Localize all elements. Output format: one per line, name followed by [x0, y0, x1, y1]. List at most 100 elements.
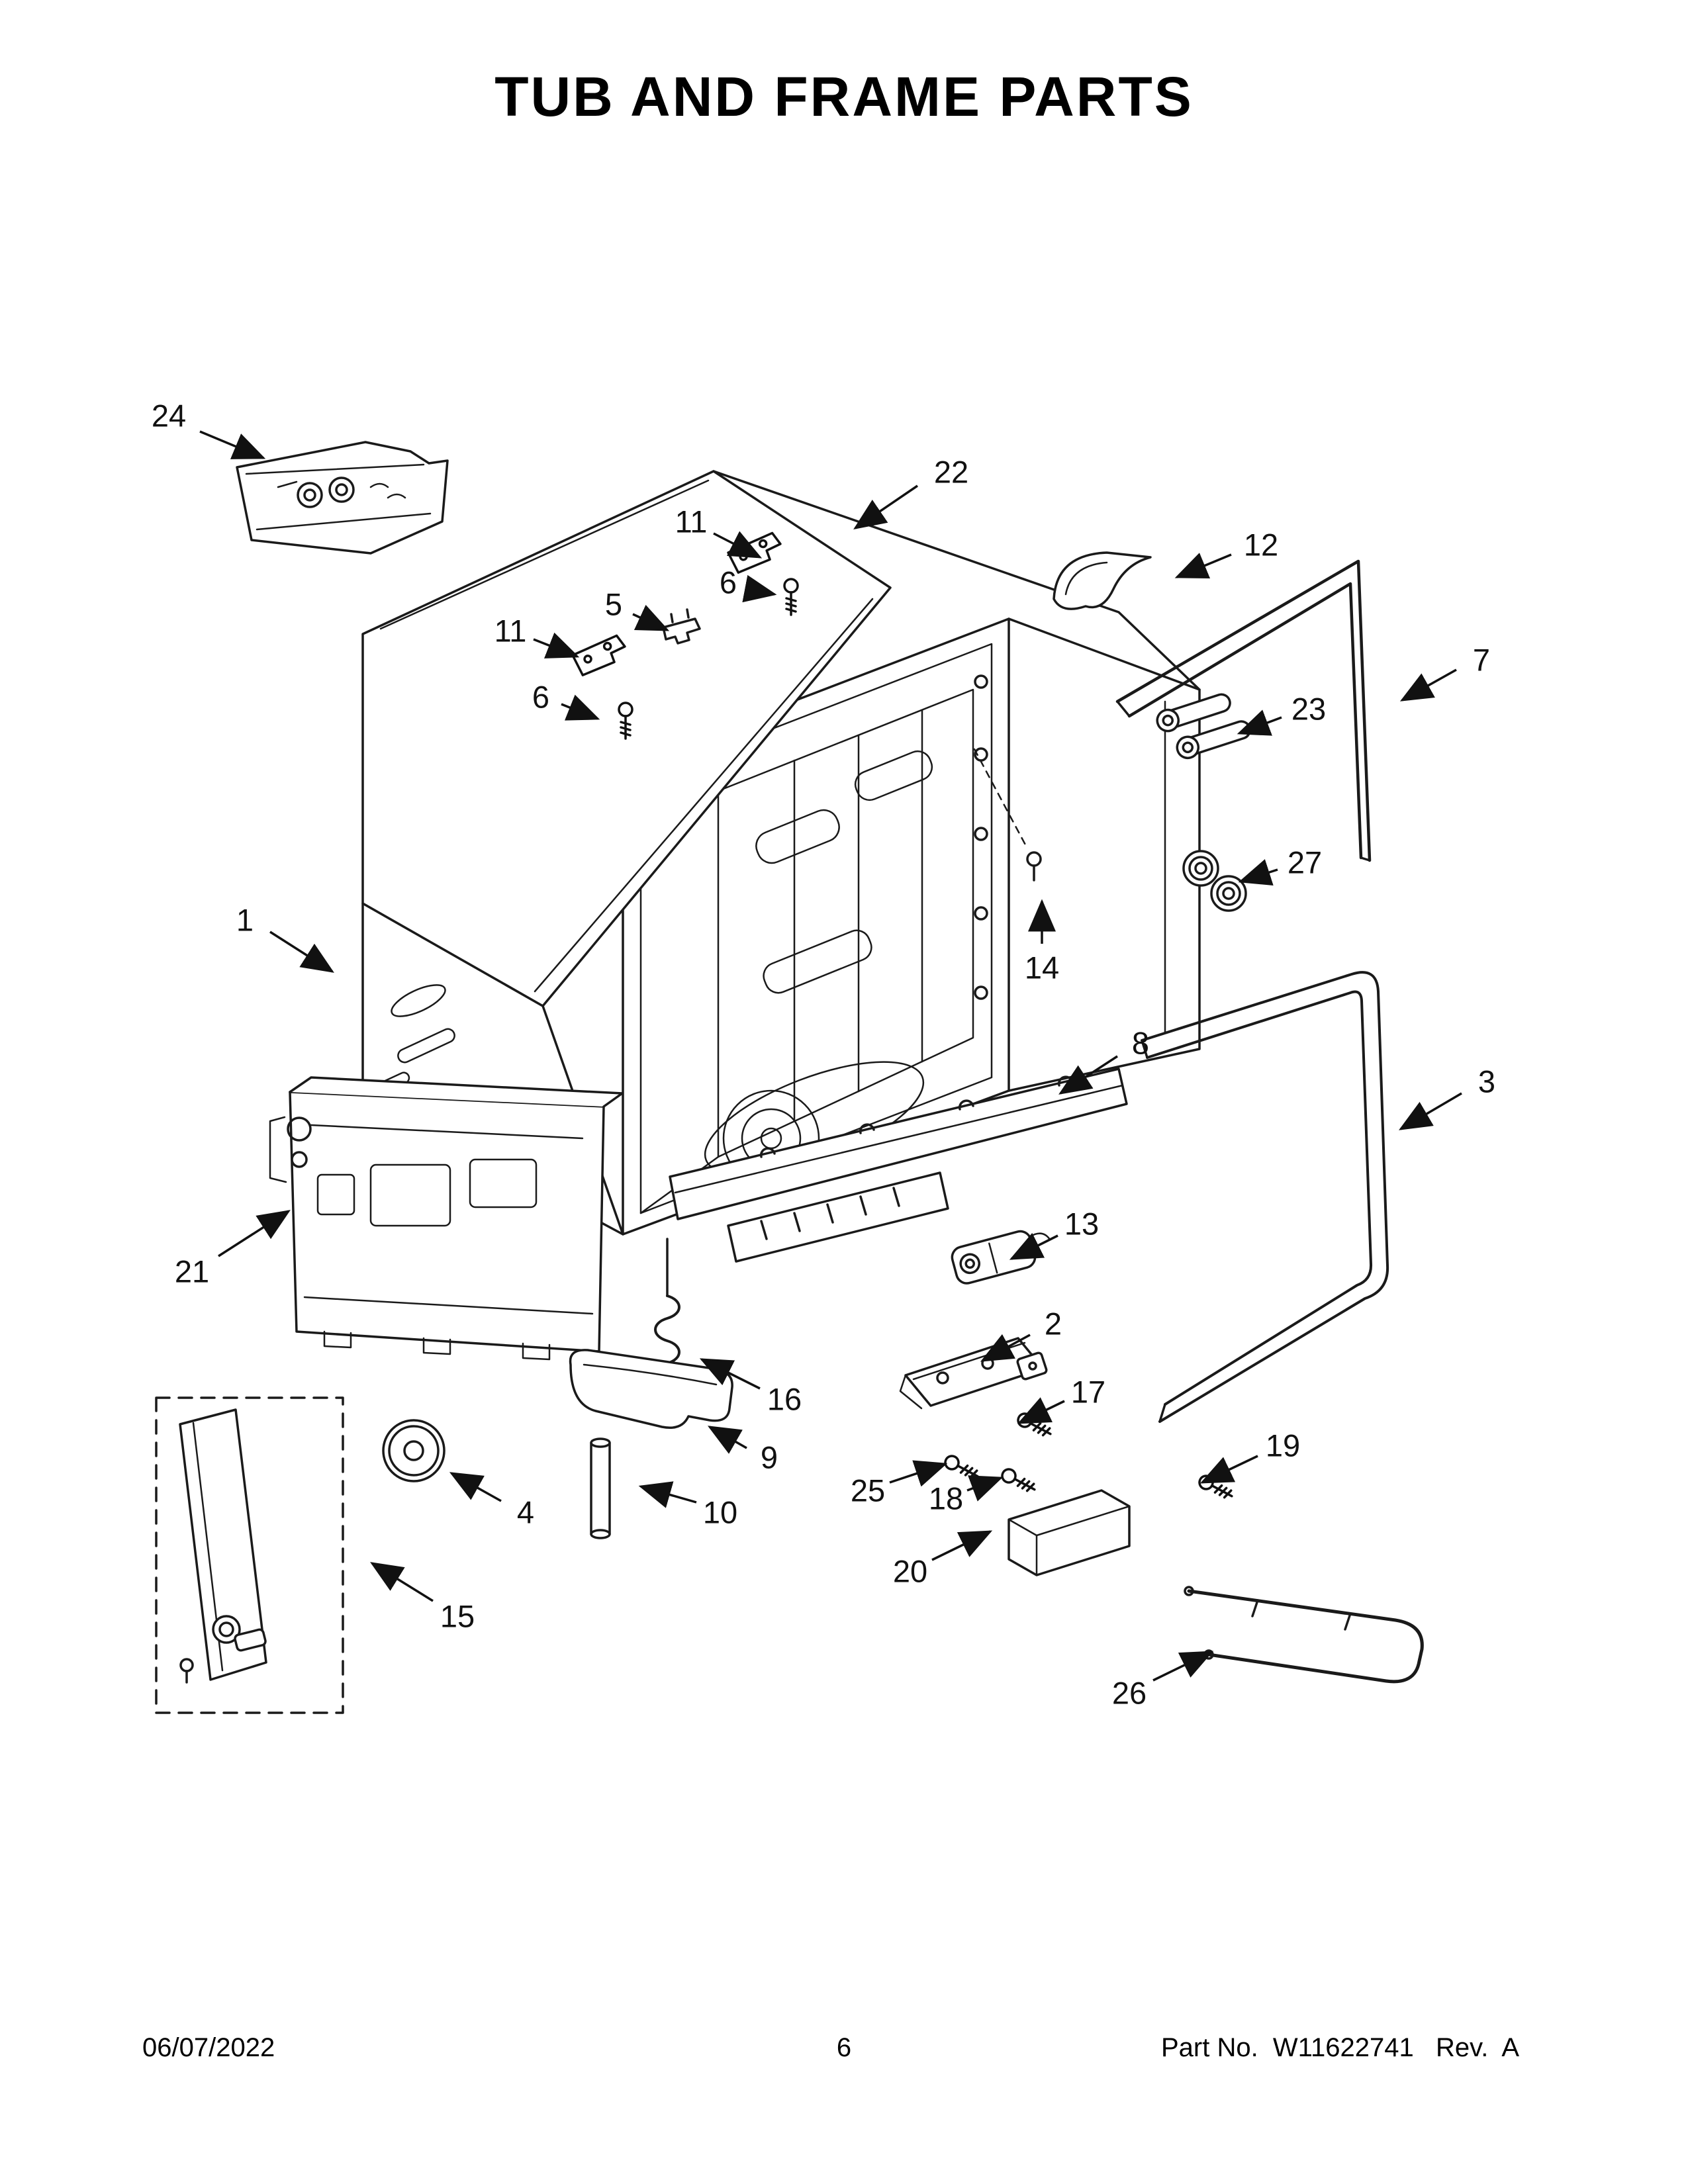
callout-12: 12: [1174, 527, 1278, 578]
callout-arrow: [1238, 859, 1278, 886]
callout-5: 5: [605, 587, 670, 631]
callout-number: 12: [1244, 527, 1278, 563]
callout-arrow: [269, 931, 334, 973]
part-mount-channel: [899, 1337, 1048, 1410]
part-screw-19: [1196, 1472, 1237, 1504]
part-grommets: [1182, 850, 1247, 912]
callout-4: 4: [449, 1472, 534, 1530]
callout-number: 6: [532, 680, 549, 715]
callout-number: 11: [494, 614, 527, 649]
part-access-cover: [1008, 1489, 1131, 1576]
callout-arrow: [449, 1472, 502, 1502]
callout-arrow: [1017, 1397, 1065, 1424]
callout-arrow: [370, 1562, 434, 1602]
callout-arrow: [632, 604, 670, 631]
part-screw-25: [941, 1452, 982, 1484]
callout-9: 9: [707, 1426, 778, 1475]
callout-arrow: [1152, 1651, 1214, 1682]
callout-number: 20: [893, 1554, 927, 1589]
callout-arrow: [533, 632, 580, 659]
callout-22: 22: [853, 455, 968, 529]
callout-arrow: [199, 430, 266, 459]
callout-number: 4: [517, 1495, 534, 1530]
callout-6: 6: [720, 565, 777, 603]
callout-number: 8: [1132, 1026, 1149, 1061]
callout-arrow: [742, 574, 777, 603]
callout-24: 24: [152, 398, 266, 459]
callout-23: 23: [1237, 692, 1326, 736]
part-hardware-bag: [236, 441, 449, 555]
callout-arrow: [1398, 1092, 1462, 1130]
callout-number: 3: [1478, 1064, 1495, 1099]
callout-arrow: [980, 1334, 1031, 1362]
callout-10: 10: [638, 1481, 737, 1530]
callout-2: 2: [980, 1306, 1062, 1362]
callout-arrow: [638, 1481, 697, 1508]
page-footer: 06/07/2022 6 Part No. W11622741 Rev. A: [0, 2033, 1688, 2073]
callout-number: 19: [1266, 1428, 1300, 1463]
callout-1: 1: [236, 903, 334, 973]
callout-14: 14: [1025, 899, 1059, 985]
callout-number: 15: [440, 1599, 475, 1634]
callout-11: 11: [675, 504, 763, 559]
part-base-frame: [269, 1076, 624, 1361]
callout-7: 7: [1399, 643, 1490, 702]
callout-18: 18: [929, 1475, 1004, 1516]
callout-8: 8: [1058, 1026, 1149, 1095]
callout-number: 27: [1288, 845, 1322, 880]
part-door-seal-strip: [1115, 559, 1372, 862]
callout-arrow: [1058, 1055, 1118, 1095]
callout-15: 15: [370, 1562, 475, 1634]
callout-number: 10: [703, 1495, 737, 1530]
callout-number: 2: [1045, 1306, 1062, 1342]
callout-arrow: [1237, 709, 1282, 736]
part-fill-panel-assembly: [155, 1396, 344, 1714]
callout-number: 9: [761, 1440, 778, 1475]
callout-number: 14: [1025, 950, 1059, 985]
callout-arrow: [931, 1530, 993, 1561]
callout-19: 19: [1199, 1428, 1300, 1484]
callout-arrow: [561, 694, 600, 721]
part-hose-clamps: [1156, 693, 1251, 760]
callout-arrow: [853, 484, 918, 529]
callout-number: 13: [1064, 1206, 1099, 1242]
callout-number: 25: [851, 1473, 885, 1508]
part-screw-18: [998, 1465, 1039, 1497]
footer-date: 06/07/2022: [142, 2033, 275, 2062]
callout-3: 3: [1398, 1064, 1495, 1130]
callout-number: 26: [1112, 1676, 1147, 1711]
callout-arrow: [1174, 553, 1232, 578]
callout-6: 6: [532, 680, 600, 721]
callout-arrow: [966, 1475, 1004, 1502]
callout-arrow: [699, 1358, 761, 1390]
part-push-fastener: [973, 748, 1042, 882]
callout-17: 17: [1017, 1375, 1105, 1424]
part-heater-wire: [1184, 1586, 1424, 1684]
part-frame-rail: [669, 1068, 1128, 1263]
part-center-clip: [662, 608, 701, 645]
callout-number: 1: [236, 903, 254, 938]
part-tub-gasket: [1141, 971, 1389, 1423]
callout-13: 13: [1009, 1206, 1099, 1260]
part-corner-bracket: [1053, 551, 1152, 610]
callout-arrow: [713, 531, 763, 559]
callout-26: 26: [1112, 1651, 1214, 1711]
part-drain-tube: [590, 1437, 611, 1539]
callout-number: 24: [152, 398, 186, 433]
callout-25: 25: [851, 1460, 948, 1508]
part-sump-bracket: [951, 1230, 1051, 1285]
footer-page-number: 6: [836, 2033, 852, 2062]
callout-27: 27: [1238, 845, 1322, 886]
callout-number: 7: [1473, 643, 1490, 678]
callout-20: 20: [893, 1530, 993, 1589]
callout-arrow: [1009, 1232, 1058, 1260]
callout-number: 23: [1291, 692, 1326, 727]
callout-number: 5: [605, 587, 622, 622]
callout-arrow: [889, 1460, 948, 1487]
callout-21: 21: [175, 1210, 291, 1289]
callout-arrow: [707, 1426, 747, 1454]
callout-number: 21: [175, 1254, 209, 1289]
